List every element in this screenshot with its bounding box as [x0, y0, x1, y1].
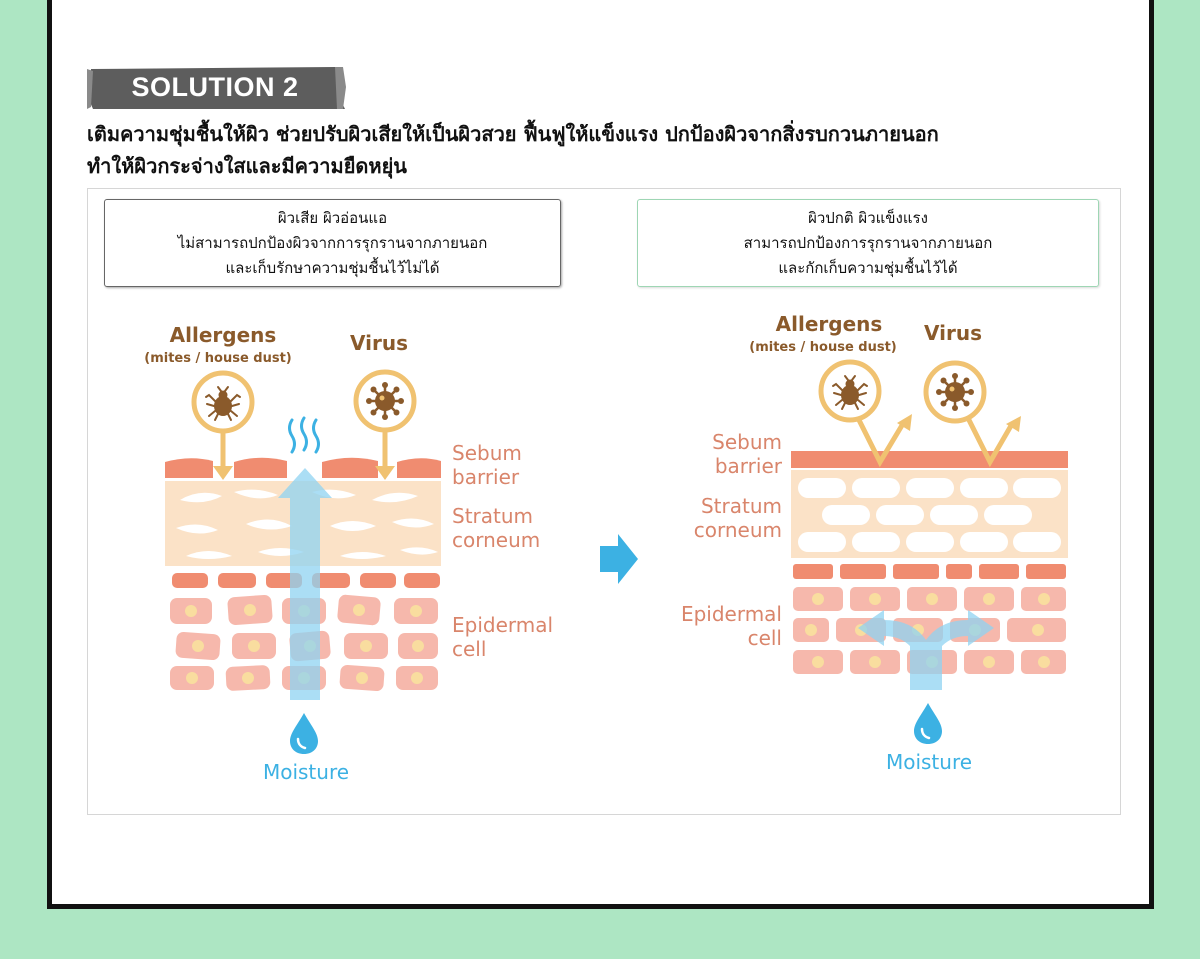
transition-arrow-icon	[600, 534, 638, 584]
healthy-caption-line-2: สามารถปกป้องการรุกรานจากภายนอก	[743, 234, 993, 252]
left-allergens-label: Allergens	[170, 323, 277, 347]
right-allergens-label: Allergens	[776, 312, 883, 336]
description-line-2: ทำให้ผิวกระจ่างใสและมีความยืดหยุ่น	[87, 154, 407, 178]
right-stratum-label: Stratum	[701, 494, 782, 518]
right-moisture-label: Moisture	[886, 750, 972, 774]
right-allergen-mite-icon	[818, 359, 882, 423]
healthy-caption-title: ผิวปกติ ผิวแข็งแรง	[808, 209, 928, 227]
damaged-caption-title: ผิวเสีย ผิวอ่อนแอ	[277, 209, 388, 227]
solution-badge: SOLUTION 2	[87, 67, 346, 109]
moisture-escape-arrow	[278, 468, 332, 700]
description-line-1: เติมความชุ่มชื้นให้ผิว ช่วยปรับผิวเสียให…	[87, 122, 939, 146]
damaged-skin-illustration: Allergens (mites / house dust) Virus Seb…	[144, 323, 553, 784]
evaporation-waves-icon	[288, 416, 320, 454]
damaged-sebum-barrier	[165, 457, 441, 478]
deflected-allergen-arrowhead	[897, 414, 912, 431]
deflected-virus-arrowhead	[1006, 416, 1021, 432]
left-virus-icon	[353, 369, 417, 480]
left-moisture-droplet-icon	[288, 711, 320, 756]
healthy-skin-caption: ผิวปกติ ผิวแข็งแรง สามารถปกป้องการรุกราน…	[637, 199, 1099, 287]
right-allergens-sublabel: (mites / house dust)	[749, 340, 897, 355]
damaged-skin-caption: ผิวเสีย ผิวอ่อนแอ ไม่สามารถปกป้องผิวจากก…	[104, 199, 561, 287]
right-barrier-label: barrier	[715, 454, 783, 478]
badge-label: SOLUTION 2	[131, 72, 299, 102]
left-barrier-label: barrier	[452, 465, 520, 489]
right-virus-icon	[923, 360, 987, 424]
right-epidermal-label: Epidermal	[681, 602, 782, 626]
left-epidermal-label: Epidermal	[452, 613, 553, 637]
deflected-virus-arrow	[965, 415, 1015, 468]
left-stratum-label: Stratum	[452, 504, 533, 528]
damaged-caption-line-2: ไม่สามารถปกป้องผิวจากการรุกรานจากภายนอก	[177, 234, 488, 252]
right-cell-label: cell	[748, 626, 782, 650]
healthy-stratum-corneum	[791, 470, 1068, 558]
left-sebum-label: Sebum	[452, 441, 522, 465]
left-virus-label: Virus	[350, 331, 408, 355]
damaged-caption-line-3: และเก็บรักษาความชุ่มชื้นไว้ไม่ได้	[225, 259, 440, 277]
left-corneum-label: corneum	[452, 528, 540, 552]
right-sebum-label: Sebum	[712, 430, 782, 454]
healthy-caption-line-3: และกักเก็บความชุ่มชื้นไว้ได้	[778, 259, 958, 277]
right-moisture-droplet-icon	[912, 701, 944, 746]
left-cell-label: cell	[452, 637, 486, 661]
right-virus-label: Virus	[924, 321, 982, 345]
healthy-skin-illustration: Allergens (mites / house dust) Virus Seb…	[681, 312, 1068, 774]
badge-brush-shape	[87, 67, 346, 109]
left-allergen-mite-icon	[191, 370, 255, 480]
left-allergens-sublabel: (mites / house dust)	[144, 351, 292, 366]
left-moisture-label: Moisture	[263, 760, 349, 784]
right-corneum-label: corneum	[694, 518, 782, 542]
deflected-allergen-arrow	[855, 415, 907, 468]
healthy-sebum-barrier	[791, 451, 1068, 468]
moisture-retained-arrows	[858, 610, 994, 690]
solution-description: เติมความชุ่มชื้นให้ผิว ช่วยปรับผิวเสียให…	[87, 118, 1127, 182]
